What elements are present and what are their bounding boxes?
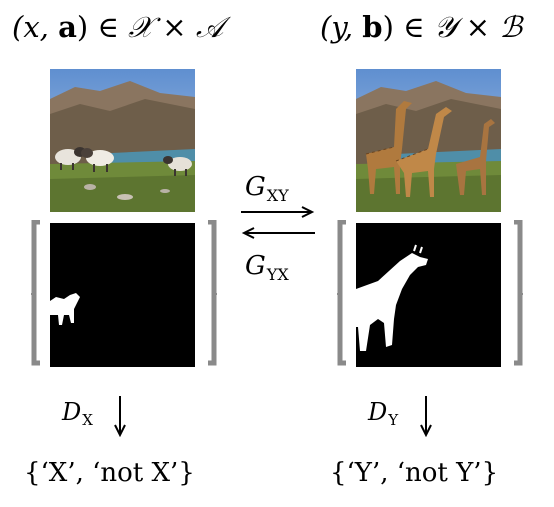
- left-down-arrow: [113, 395, 127, 437]
- left-mask-bracket: [30, 220, 218, 370]
- generator-backward-sub: YX: [266, 265, 289, 284]
- right-down-arrow: [419, 395, 433, 437]
- left-domain-heading: (x, a) ∈ 𝒳 × 𝒜: [12, 10, 223, 44]
- right-discriminator-sub: Y: [388, 411, 399, 429]
- left-discriminator-sub: X: [82, 411, 93, 429]
- right-heading-set2: ℬ: [499, 10, 523, 44]
- right-discriminator-letter: D: [368, 398, 388, 426]
- generator-forward-letter: G: [245, 172, 266, 202]
- right-heading-vars: (y,: [320, 10, 363, 44]
- left-outcome-set: {‘X’, ‘not X’}: [24, 458, 195, 488]
- giraffe-mask: [356, 223, 501, 367]
- giraffe-photo: [356, 69, 501, 212]
- left-heading-times: ×: [153, 10, 196, 44]
- left-heading-bold: a: [58, 10, 77, 44]
- generator-backward-label: GYX: [245, 251, 289, 290]
- right-heading-rel: ∈: [393, 10, 434, 44]
- generator-backward-letter: G: [245, 251, 266, 281]
- right-outcome-set: {‘Y’, ‘not Y’}: [330, 458, 499, 488]
- left-discriminator-letter: D: [62, 398, 82, 426]
- left-heading-close: ): [76, 10, 89, 44]
- right-heading-times: ×: [456, 10, 500, 44]
- right-heading-bold: b: [362, 10, 383, 44]
- forward-arrow: [240, 205, 316, 219]
- left-heading-set1: 𝒳: [128, 10, 154, 44]
- left-discriminator-label: DX: [62, 398, 93, 434]
- left-heading-set2: 𝒜: [195, 10, 224, 44]
- left-heading-rel: ∈: [88, 10, 129, 44]
- right-domain-heading: (y, b) ∈ 𝒴 × ℬ: [320, 10, 522, 44]
- generator-forward-sub: XY: [266, 186, 289, 205]
- right-heading-close: ): [382, 10, 394, 44]
- backward-arrow: [240, 226, 316, 240]
- sheep-mask: [50, 223, 195, 367]
- right-discriminator-label: DY: [368, 398, 398, 434]
- right-heading-set1: 𝒴: [433, 10, 457, 44]
- sheep-photo: [50, 69, 195, 212]
- right-mask-bracket: [336, 220, 524, 370]
- left-heading-vars: (x,: [12, 10, 59, 44]
- generator-forward-label: GXY: [245, 172, 289, 211]
